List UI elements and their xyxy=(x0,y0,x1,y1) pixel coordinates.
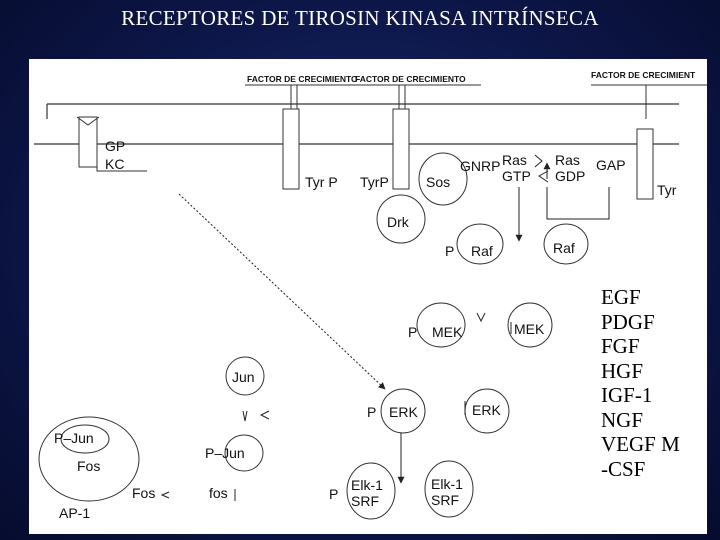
factor-label-1: FACTOR DE CRECIMIENTO xyxy=(247,74,358,84)
receptor-1 xyxy=(245,84,359,190)
drk-label: Drk xyxy=(387,214,410,230)
raf-active-node xyxy=(456,223,504,265)
factor-label-2: FACTOR DE CRECIMIENTO xyxy=(355,74,466,84)
elk-active-node xyxy=(346,462,396,520)
receptor-item: IGF-1 xyxy=(601,383,653,407)
mek-arrowhead xyxy=(476,312,486,323)
gnrp-arrowhead xyxy=(534,154,543,168)
slide-title: RECEPTORES DE TIROSIN KINASA INTRÍNSECA xyxy=(121,6,599,30)
elk-active-label-2: SRF xyxy=(351,493,379,509)
p-raf-p: P xyxy=(445,243,454,259)
receptor-item: VEGF M xyxy=(601,432,680,456)
elk-inactive-node xyxy=(424,460,474,518)
fos-arrowhead xyxy=(160,491,170,499)
factor-label-3: FACTOR DE CRECIMIENT xyxy=(591,70,696,80)
p-elk-p: P xyxy=(329,486,338,502)
gap-label: GAP xyxy=(596,157,626,173)
erk-to-jun-arrowhead xyxy=(259,410,270,420)
kc-to-erk-arrow xyxy=(178,193,386,390)
ap1-jun-node xyxy=(60,424,110,454)
elk-inactive-label-1: Elk-1 xyxy=(431,476,463,492)
kc-label: KC xyxy=(105,156,124,172)
ras-gdp-label-2: GDP xyxy=(555,168,585,184)
cell-membrane xyxy=(34,103,679,145)
mek-inactive-label: MEK xyxy=(514,321,545,337)
p-mek-p: P xyxy=(408,324,417,340)
jun-down-arrowhead xyxy=(242,410,248,422)
pjun-mid-label: P–Jun xyxy=(205,445,245,461)
erk-inactive-label: ERK xyxy=(472,402,501,418)
sos-label: Sos xyxy=(426,174,450,190)
receptor-item: PDGF xyxy=(601,309,655,334)
ap1-fos-label: Fos xyxy=(77,458,100,474)
raf-inactive-node xyxy=(543,223,589,265)
p-jun-node xyxy=(224,434,264,472)
ras-gdp-label-1: Ras xyxy=(555,152,580,168)
gnrp-label: GNRP xyxy=(460,158,500,174)
drk-node xyxy=(376,194,426,244)
tyr-label: Tyr xyxy=(657,182,677,198)
fos-gene-label: fos xyxy=(209,485,228,501)
jun-label: Jun xyxy=(232,369,255,385)
raf-active-label: Raf xyxy=(471,243,493,259)
gtp-arrowhead xyxy=(538,170,549,183)
erk-active-label: ERK xyxy=(389,404,418,420)
receptor-2 xyxy=(355,84,481,190)
mek-inactive-node xyxy=(507,302,553,348)
jun-node xyxy=(225,356,265,396)
mek-active-label: MEK xyxy=(432,324,463,340)
ap1-label: AP-1 xyxy=(59,505,90,521)
fos-out-label: Fos xyxy=(132,485,155,501)
elk-active-label-1: Elk-1 xyxy=(351,477,383,493)
diagram-panel: GP KC FACTOR DE CRECIMIENTO Tyr P FACTOR… xyxy=(29,59,707,534)
tyrp-label-1: Tyr P xyxy=(305,174,338,190)
receptor-item: HGF xyxy=(601,358,644,383)
gp-receptor xyxy=(76,116,147,172)
gap-loop xyxy=(546,187,610,220)
ap1-complex xyxy=(38,416,140,502)
ras-gtp-label-1: Ras xyxy=(502,152,527,168)
raf-inactive-label: Raf xyxy=(553,240,575,256)
receptor-item: -CSF xyxy=(601,456,646,481)
ap1-pjun-label: P–Jun xyxy=(54,430,94,446)
pathway-diagram: GP KC FACTOR DE CRECIMIENTO Tyr P FACTOR… xyxy=(34,70,707,521)
ras-gtp-label-2: GTP xyxy=(502,168,531,184)
erk-active-node xyxy=(380,388,426,434)
receptor-item: FGF xyxy=(601,334,640,358)
tyrp-label-2: TyrP xyxy=(360,174,389,190)
receptor-3 xyxy=(591,84,707,200)
receptor-item: EGF xyxy=(601,285,641,309)
receptor-item: NGF xyxy=(601,407,644,432)
sos-node xyxy=(418,152,468,206)
mek-active-node xyxy=(416,302,466,348)
elk-inactive-label-2: SRF xyxy=(431,492,459,508)
gp-label: GP xyxy=(105,138,125,154)
p-erk-p: P xyxy=(367,404,376,420)
